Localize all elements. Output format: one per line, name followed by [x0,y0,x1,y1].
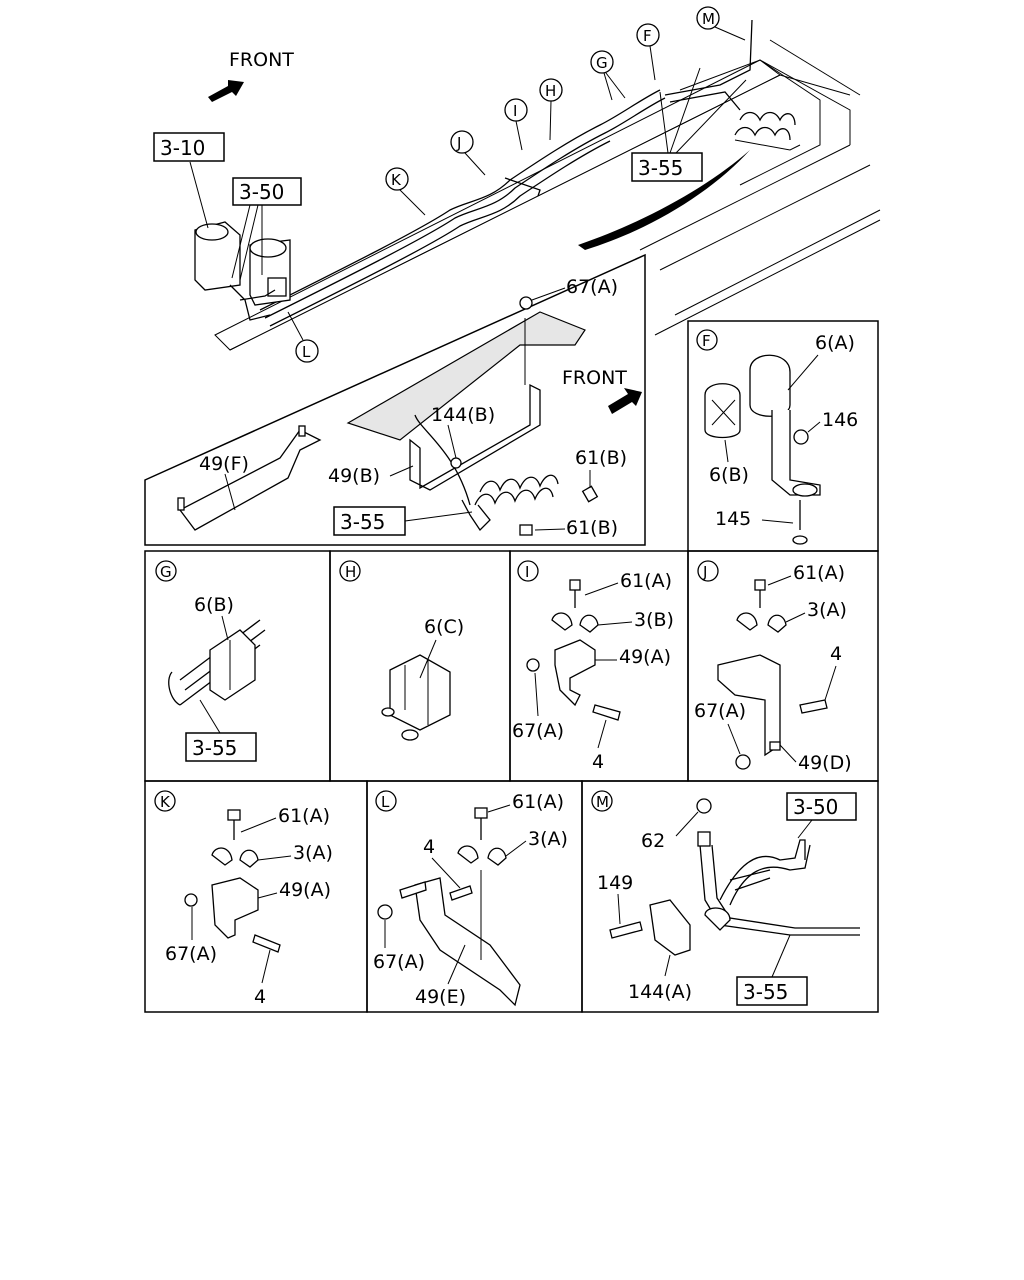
F-label-146: 146 [822,409,858,431]
svg-text:F: F [643,27,652,45]
callout-H: H [539,78,563,141]
panel-J: J [687,550,879,782]
detail-front-label: FRONT [562,367,627,389]
J-label-4: 4 [830,643,842,665]
panel-K: K [144,780,368,1013]
J-label-61A: 61(A) [793,562,845,584]
svg-text:K: K [160,793,171,811]
panel-G: G [144,550,331,782]
detail-label-61B-lower: 61(B) [566,517,618,539]
svg-text:3-55: 3-55 [638,156,683,180]
svg-text:3-50: 3-50 [793,795,838,819]
svg-text:3-55: 3-55 [192,736,237,760]
ref-box-3-55: 3-55 [631,67,747,182]
svg-text:L: L [381,793,390,811]
callout-K: K [385,167,426,216]
front-arrow-icon [208,80,244,102]
J-label-49D: 49(D) [798,752,852,774]
ref-box-3-10: 3-10 [153,132,225,229]
L-label-61A: 61(A) [512,791,564,813]
overview-illustration [194,19,881,351]
panel-H: H [329,550,511,782]
svg-text:F: F [702,332,711,350]
K-label-67A: 67(A) [165,943,217,965]
ref-box-3-50: 3-50 [231,177,302,281]
L-label-3A: 3(A) [528,828,568,850]
svg-text:G: G [160,563,172,581]
detail-label-49F: 49(F) [199,453,249,475]
svg-text:G: G [596,54,608,72]
callout-M: M [696,6,746,41]
svg-text:J: J [456,134,461,152]
K-label-3A: 3(A) [293,842,333,864]
F-label-6B: 6(B) [709,464,749,486]
svg-text:I: I [525,563,529,581]
callout-I: I [504,98,528,151]
G-label-6B: 6(B) [194,594,234,616]
svg-text:J: J [702,563,707,581]
panel-I: I [509,550,689,782]
F-label-6A: 6(A) [815,332,855,354]
L-label-49E: 49(E) [415,986,466,1008]
svg-text:3-50: 3-50 [239,180,284,204]
svg-text:3-10: 3-10 [160,136,205,160]
callout-F: F [636,23,660,81]
svg-text:3-55: 3-55 [340,510,385,534]
J-label-67A: 67(A) [694,700,746,722]
detail-label-61B-upper: 61(B) [575,447,627,469]
K-label-61A: 61(A) [278,805,330,827]
callout-L: L [287,311,319,363]
K-label-4: 4 [254,986,266,1008]
G-ref-3-55: 3-55 [185,699,257,762]
I-label-61A: 61(A) [620,570,672,592]
F-label-145: 145 [715,508,751,530]
front-label: FRONT [229,49,294,71]
callout-J: J [450,130,486,176]
J-label-3A: 3(A) [807,599,847,621]
svg-text:H: H [345,563,356,581]
panel-M: M [581,780,879,1013]
svg-text:H: H [545,82,556,100]
coil-spring [461,474,559,532]
panel-L: L [366,780,583,1013]
detail-label-67A: 67(A) [566,276,618,298]
I-label-49A: 49(A) [619,646,671,668]
K-label-49A: 49(A) [279,879,331,901]
detail-label-49B: 49(B) [328,465,380,487]
callout-G: G [590,50,626,101]
oil-cooler-coil [734,111,801,151]
I-label-4: 4 [592,751,604,773]
L-label-67A: 67(A) [373,951,425,973]
panel-F: F [687,320,879,552]
svg-text:3-55: 3-55 [743,980,788,1004]
detail-label-144B: 144(B) [431,404,495,426]
I-label-3B: 3(B) [634,609,674,631]
L-label-4: 4 [423,836,435,858]
M-ref-3-55: 3-55 [736,934,808,1006]
svg-text:L: L [302,343,311,361]
detail-ref-3-55: 3-55 [333,506,473,536]
svg-text:M: M [702,10,715,28]
H-label-6C: 6(C) [424,616,464,638]
I-label-67A: 67(A) [512,720,564,742]
M-label-144A: 144(A) [628,981,692,1003]
detail-cooler-panel [144,253,646,546]
M-label-149: 149 [597,872,633,894]
detail-front-arrow-icon [608,388,642,414]
svg-text:M: M [596,793,609,811]
M-ref-3-50: 3-50 [786,792,857,839]
M-label-62: 62 [641,830,665,852]
svg-text:K: K [391,171,402,189]
svg-text:I: I [513,102,517,120]
